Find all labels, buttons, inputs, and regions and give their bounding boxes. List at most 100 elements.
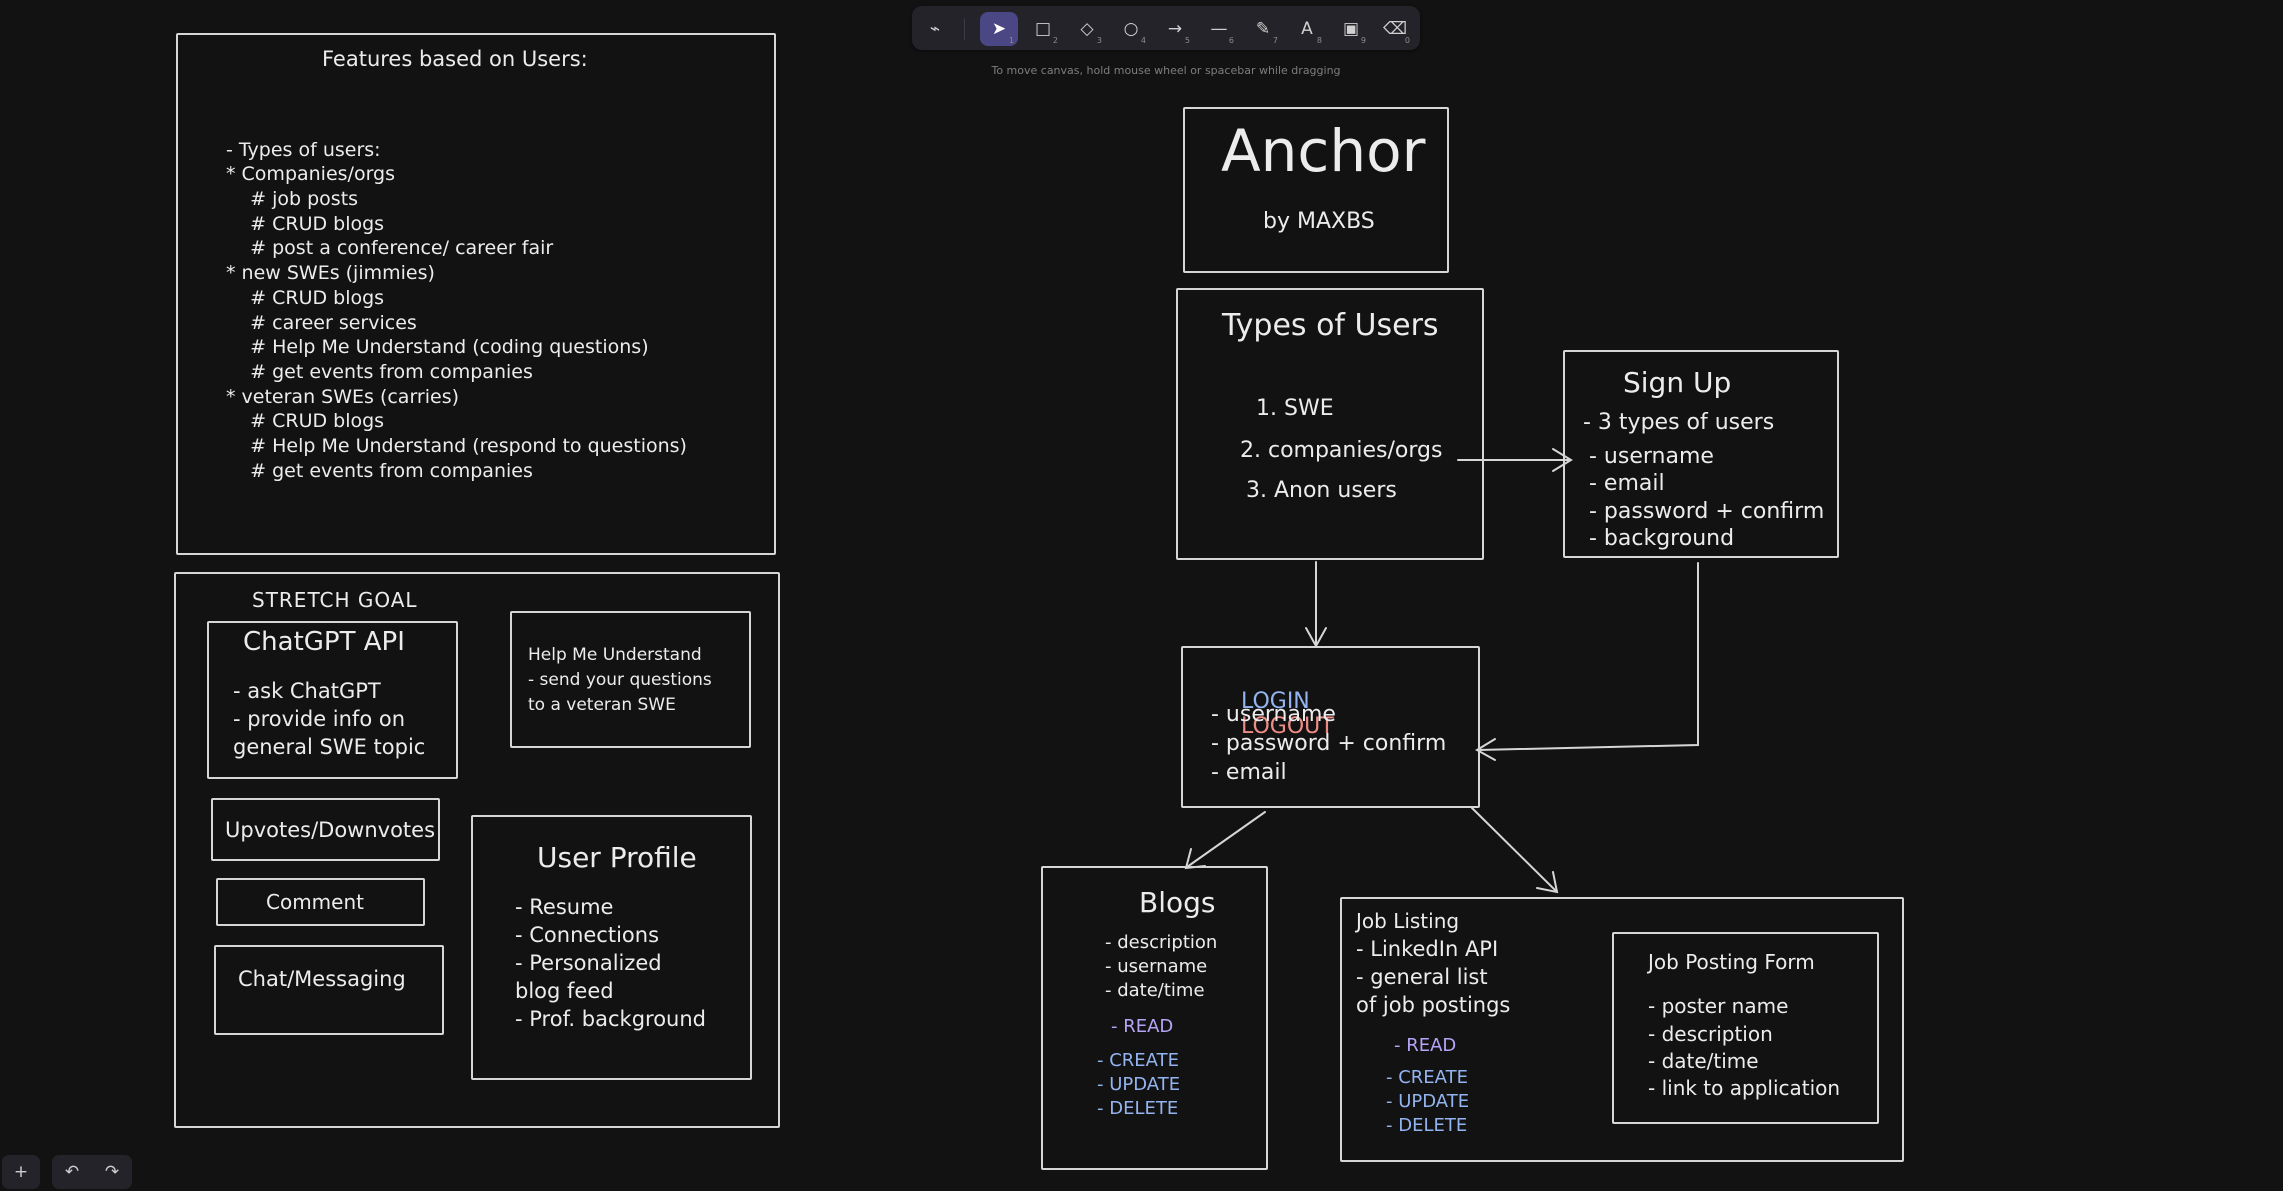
pencil-icon[interactable]: ✎7: [1255, 19, 1278, 45]
toolbar-divider: [964, 18, 965, 40]
redo-icon[interactable]: ↷: [104, 1162, 120, 1182]
undo-icon[interactable]: ↶: [64, 1162, 80, 1182]
features-line: # Help Me Understand (respond to questio…: [226, 435, 687, 457]
jobs-crud: - CREATE: [1386, 1067, 1468, 1088]
help-line: to a veteran SWE: [528, 695, 676, 715]
lock-icon[interactable]: ⌁: [929, 19, 941, 39]
blogs-line: - username: [1105, 956, 1208, 977]
upvotes-label: Upvotes/Downvotes: [225, 818, 436, 842]
help-me-understand-box[interactable]: Help Me Understand - send your questions…: [510, 611, 751, 748]
ellipse-icon[interactable]: ○4: [1123, 19, 1146, 45]
login-label: LOGIN: [1240, 689, 1310, 714]
blogs-crud: - UPDATE: [1097, 1074, 1181, 1095]
job-listing-box[interactable]: Job Listing - LinkedIn API - general lis…: [1340, 897, 1904, 1162]
jobs-title: Job Listing: [1356, 909, 1460, 933]
features-line: # career services: [226, 312, 417, 334]
login-logout-box[interactable]: LOGIN LOGOUT - username - password + con…: [1181, 646, 1480, 808]
user-profile-line: - Connections: [515, 923, 660, 947]
job-posting-form-box[interactable]: Job Posting Form - poster name - descrip…: [1612, 932, 1879, 1124]
jobs-crud: - UPDATE: [1386, 1091, 1470, 1112]
upvotes-box[interactable]: Upvotes/Downvotes: [211, 798, 440, 861]
undo-redo-group: ↶ ↷: [52, 1155, 132, 1189]
help-line: - send your questions: [528, 670, 712, 690]
features-line: # job posts: [226, 188, 359, 210]
features-line: * Companies/orgs: [226, 163, 396, 185]
job-form-line: - description: [1648, 1022, 1773, 1046]
arrow-login-to-jobs: [1471, 807, 1557, 892]
chatgpt-line: general SWE topic: [233, 735, 426, 759]
signup-line: - background: [1589, 526, 1735, 551]
comment-label: Comment: [266, 890, 364, 914]
login-line: - email: [1211, 760, 1287, 785]
types-item: 3. Anon users: [1246, 478, 1397, 503]
features-line: # post a conference/ career fair: [226, 237, 554, 259]
jobs-line: - general list: [1356, 965, 1488, 989]
signup-line: - username: [1589, 444, 1714, 469]
features-line: * new SWEs (jimmies): [226, 262, 435, 284]
types-item: 2. companies/orgs: [1240, 438, 1443, 463]
user-profile-line: blog feed: [515, 979, 614, 1003]
blogs-title: Blogs: [1139, 886, 1216, 919]
signup-line: - email: [1589, 471, 1665, 496]
jobs-read: - READ: [1394, 1035, 1457, 1056]
sign-up-box[interactable]: Sign Up - 3 types of users - username - …: [1563, 350, 1839, 558]
arrow-signup-to-login: [1477, 562, 1699, 751]
stretch-goal-title: STRETCH GOAL: [252, 588, 418, 612]
jobs-line: - LinkedIn API: [1356, 937, 1499, 961]
logout-label: LOGOUT: [1240, 714, 1334, 739]
job-form-line: - link to application: [1648, 1076, 1841, 1100]
eraser-icon[interactable]: ⌫0: [1382, 19, 1410, 45]
diamond-icon[interactable]: ◇3: [1080, 19, 1102, 45]
plus-icon: +: [13, 1162, 29, 1182]
user-profile-line: - Resume: [515, 895, 614, 919]
blogs-crud: - CREATE: [1097, 1050, 1179, 1071]
comment-box[interactable]: Comment: [216, 878, 425, 926]
user-profile-line: - Prof. background: [515, 1007, 706, 1031]
features-line: # CRUD blogs: [226, 213, 385, 235]
features-line: # Help Me Understand (coding questions): [226, 336, 649, 358]
anchor-title-box[interactable]: Anchor by MAXBS: [1183, 107, 1449, 273]
blogs-read: - READ: [1111, 1016, 1174, 1037]
help-line: Help Me Understand: [528, 645, 702, 665]
job-form-line: - date/time: [1648, 1049, 1759, 1073]
types-item: 1. SWE: [1256, 396, 1334, 421]
chat-messaging-box[interactable]: Chat/Messaging: [214, 945, 444, 1035]
arrow-login-to-blogs: [1186, 811, 1266, 868]
image-icon[interactable]: ▣9: [1342, 19, 1366, 45]
features-line: # CRUD blogs: [226, 410, 385, 432]
features-box[interactable]: Features based on Users: - Types of user…: [176, 33, 776, 555]
canvas-hint: To move canvas, hold mouse wheel or spac…: [991, 64, 1341, 77]
chatgpt-line: - ask ChatGPT: [233, 679, 381, 703]
line-icon[interactable]: —6: [1210, 19, 1235, 45]
login-line: - username: [1211, 702, 1336, 727]
arrow-icon[interactable]: →5: [1167, 19, 1190, 45]
features-line: # get events from companies: [226, 361, 533, 383]
signup-line: - password + confirm: [1589, 499, 1825, 524]
app-subtitle: by MAXBS: [1263, 209, 1375, 234]
chatgpt-api-box[interactable]: ChatGPT API - ask ChatGPT - provide info…: [207, 621, 458, 779]
login-line: - password + confirm: [1211, 731, 1447, 756]
job-form-title: Job Posting Form: [1648, 950, 1815, 974]
jobs-crud: - DELETE: [1386, 1115, 1468, 1136]
features-line: - Types of users:: [226, 139, 381, 161]
blogs-box[interactable]: Blogs - description - username - date/ti…: [1041, 866, 1268, 1170]
features-line: * veteran SWEs (carries): [226, 386, 460, 408]
user-profile-box[interactable]: User Profile - Resume - Connections - Pe…: [471, 815, 752, 1080]
features-line: # CRUD blogs: [226, 287, 385, 309]
selection-icon[interactable]: ➤1: [980, 12, 1018, 46]
chat-label: Chat/Messaging: [238, 967, 406, 991]
signup-line: - 3 types of users: [1583, 410, 1775, 435]
app-title: Anchor: [1221, 117, 1426, 185]
user-profile-line: - Personalized: [515, 951, 662, 975]
features-title: Features based on Users:: [322, 47, 588, 71]
zoom-in-button[interactable]: +: [2, 1155, 40, 1189]
chatgpt-title: ChatGPT API: [243, 627, 405, 657]
rectangle-icon[interactable]: □2: [1034, 19, 1058, 45]
types-of-users-box[interactable]: Types of Users 1. SWE 2. companies/orgs …: [1176, 288, 1484, 560]
jobs-line: of job postings: [1356, 993, 1511, 1017]
user-profile-title: User Profile: [537, 841, 697, 874]
stretch-goal-box[interactable]: STRETCH GOAL: [174, 572, 780, 1128]
blogs-line: - description: [1105, 932, 1218, 953]
